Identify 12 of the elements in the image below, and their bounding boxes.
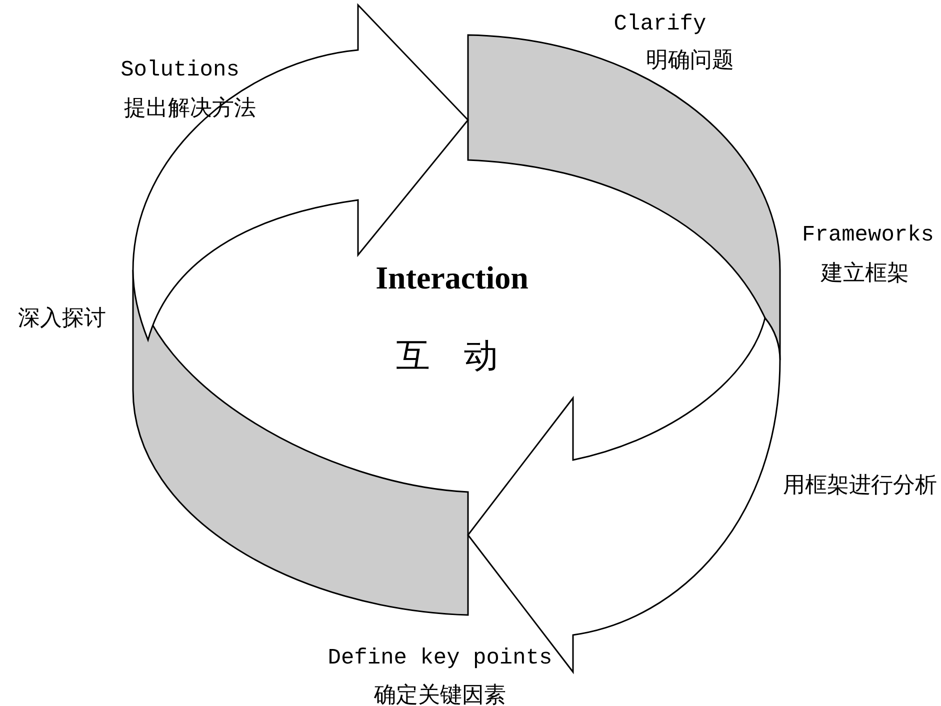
- step-label: 深入探讨: [18, 305, 106, 333]
- step-label: Solutions: [120, 58, 240, 82]
- step-label: 确定关键因素: [374, 682, 506, 706]
- step-label: 建立框架: [821, 260, 909, 288]
- step-label: 提出解决方法: [124, 95, 256, 123]
- center-title: Interaction: [376, 260, 528, 296]
- step-label: 明确问题: [646, 47, 734, 75]
- step-label: Frameworks: [802, 222, 934, 248]
- step-label: Clarify: [614, 12, 706, 36]
- step-label: 用框架进行分析: [783, 472, 937, 500]
- step-label: Define key points: [328, 646, 552, 670]
- center-subtitle: 互 动: [396, 335, 498, 378]
